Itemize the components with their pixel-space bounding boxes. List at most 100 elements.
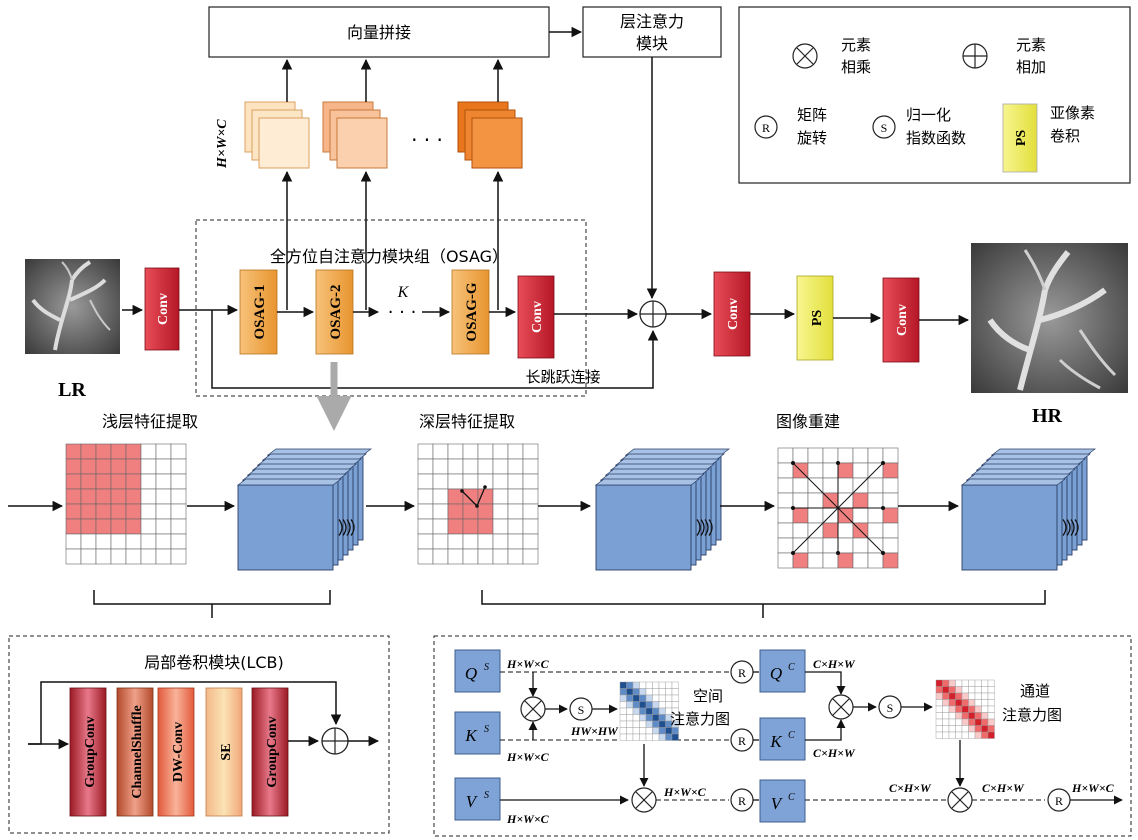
concat-block: 向量拼接 — [208, 6, 550, 58]
osag-group-title: 全方位自注意力模块组（OSAG） — [270, 247, 508, 266]
qc-to-mult-arrow — [805, 671, 846, 695]
feature-stack-1 — [244, 101, 310, 169]
qc-dims-label: C×H×W — [813, 657, 856, 671]
hr-label: HR — [1032, 405, 1063, 427]
channel-softmax-symbol: S — [887, 701, 894, 715]
attention-box — [433, 635, 1132, 837]
rotate-node-out-symbol: R — [1055, 794, 1063, 808]
feature-dims-label: H×W×C — [215, 119, 230, 169]
feature-stack-g — [457, 101, 523, 169]
vs-label: V — [466, 792, 479, 811]
v-mult-node — [631, 787, 657, 813]
k-label: K — [397, 284, 410, 301]
vmult-dims-label: H×W×C — [663, 785, 707, 799]
qs-sup: S — [484, 662, 489, 673]
long-skip-label: 长跳跃连接 — [525, 368, 600, 386]
lcb-block-2-label: ChannelShuffle — [130, 705, 145, 798]
shallow-brace — [93, 590, 331, 618]
conv-1-label: Conv — [156, 293, 171, 325]
legend-s-label-2: 指数函数 — [906, 129, 966, 147]
ps-legend-symbol: PS — [1014, 130, 1029, 147]
legend-mult-label-1: 元素 — [841, 36, 871, 54]
long-skip-connection — [211, 310, 659, 389]
legend-ps-label-2: 卷积 — [1050, 127, 1080, 145]
osag-1-label: OSAG-1 — [252, 284, 268, 339]
conv-block-1: Conv — [144, 267, 180, 351]
kc-block: K C — [759, 717, 806, 761]
kc-label: K — [769, 732, 783, 751]
conv-3-label: Conv — [726, 298, 741, 330]
stack-ellipsis: · · · — [411, 128, 443, 152]
qs-block: Q S — [454, 649, 501, 693]
feature-cube-3 — [960, 448, 1097, 571]
rotate-node-k-symbol: R — [738, 734, 746, 748]
concat-label: 向量拼接 — [347, 23, 411, 42]
feature-stack-2 — [322, 101, 388, 169]
legend-mult-label-2: 相乘 — [841, 58, 871, 76]
spatial-mult-node — [520, 696, 546, 722]
recon-stage-title: 图像重建 — [776, 412, 840, 431]
legend-s-label-1: 归一化 — [906, 106, 951, 124]
spatial-attention-map — [619, 681, 679, 741]
osag-2-label: OSAG-2 — [328, 284, 344, 339]
ps-block-label: PS — [810, 310, 825, 327]
lcb-channelshuffle: ChannelShuffle — [116, 687, 154, 817]
spatial-softmax-symbol: S — [578, 703, 585, 717]
ps-block: PS — [796, 275, 834, 361]
ks-dims-label: H×W×C — [506, 750, 550, 764]
lcb-block-3-label: DW-Conv — [171, 722, 186, 782]
vs-dims-label: H×W×C — [506, 812, 550, 826]
lcb-block-1-label: GroupConv — [83, 716, 98, 787]
conv-4-label: Conv — [895, 304, 910, 336]
legend-add-label-1: 元素 — [1016, 36, 1046, 54]
layer-attention-label-2: 模块 — [636, 34, 668, 53]
channel-map-label-1: 通道 — [1020, 682, 1050, 700]
lr-image — [25, 259, 120, 354]
lcb-block-5-label: GroupConv — [265, 716, 280, 787]
legend-ps-label-1: 亚像素 — [1050, 104, 1095, 122]
vs-sup: S — [484, 790, 489, 801]
lcb-groupconv-1: GroupConv — [69, 687, 107, 817]
osag-block-g: OSAG-G — [451, 269, 490, 355]
spatial-map-label-1: 空间 — [693, 687, 723, 705]
osag-g-label: OSAG-G — [464, 282, 480, 342]
ks-label: K — [464, 726, 478, 745]
recon-grid — [777, 447, 899, 569]
rotate-node-v-symbol: R — [738, 794, 746, 808]
ps-legend-swatch — [1002, 103, 1038, 173]
softmax-icon — [872, 115, 896, 139]
osag-dots: · · · — [388, 302, 417, 323]
spatial-map-label-2: 注意力图 — [670, 710, 730, 728]
rotate-icon-symbol: R — [762, 121, 770, 135]
osag-block-1: OSAG-1 — [239, 269, 278, 355]
deep-stage-title: 深层特征提取 — [419, 412, 515, 431]
lcb-add-node — [321, 727, 349, 755]
channel-mult-node — [828, 694, 854, 720]
c-mult-node — [947, 787, 973, 813]
add-icon — [962, 43, 988, 69]
conv-2-label: Conv — [530, 301, 545, 333]
feature-cube-1 — [236, 448, 373, 571]
legend-add-label-2: 相加 — [1016, 58, 1046, 76]
multiply-icon — [792, 43, 818, 69]
qc-sup: C — [788, 662, 795, 673]
output-dims-label: H×W×C — [1071, 781, 1115, 795]
vc-dims-label: C×H×W — [889, 781, 932, 795]
lcb-groupconv-2: GroupConv — [251, 687, 289, 817]
rotate-icon — [754, 115, 778, 139]
kc-to-mult-arrow — [805, 719, 846, 741]
cmult-dims-label: C×H×W — [982, 781, 1025, 795]
rotate-node-q-symbol: R — [738, 666, 746, 680]
vc-sup: C — [788, 792, 795, 803]
channel-map-label-2: 注意力图 — [1002, 706, 1062, 724]
conv-block-3: Conv — [713, 271, 751, 357]
vs-block: V S — [454, 777, 501, 821]
deep-grid — [417, 443, 539, 565]
legend: 元素 相乘 元素 相加 R 矩阵 旋转 S 归一化 指数函数 PS 亚像素 卷积 — [738, 6, 1131, 184]
vc-block: V C — [759, 779, 806, 823]
deep-brace — [481, 590, 1046, 618]
hr-image — [971, 243, 1128, 393]
lcb-dwconv: DW-Conv — [157, 687, 195, 817]
conv-block-2: Conv — [517, 275, 555, 359]
